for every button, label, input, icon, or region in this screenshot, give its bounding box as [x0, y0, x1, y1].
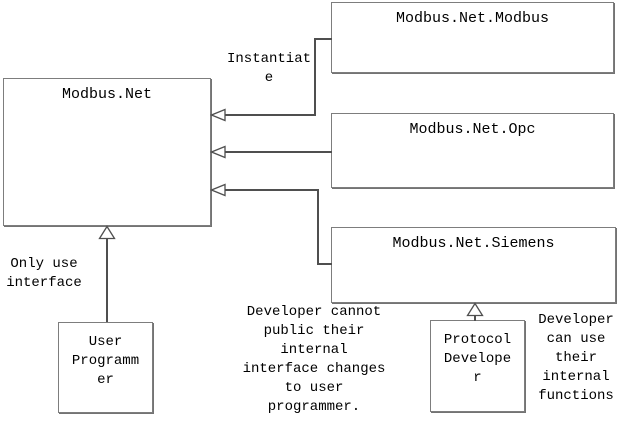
connector-siemens-stub-line: [317, 263, 332, 265]
generalization-developer-shaft-line: [474, 315, 476, 321]
open-arrowhead-icon-siemens: [210, 183, 226, 197]
actor-box-protocol-developer: Protocol Develope r: [430, 320, 525, 412]
actor-title-protocol-developer: Protocol Develope r: [443, 332, 512, 386]
class-box-modbus-net-opc: Modbus.Net.Opc: [331, 113, 614, 188]
note-instantiate: Instantiat e: [226, 51, 311, 86]
connector-siemens-trunk-line: [317, 189, 319, 265]
class-title-modbus-net-opc: Modbus.Net.Opc: [409, 121, 536, 138]
class-box-modbus-net-siemens: Modbus.Net.Siemens: [331, 227, 616, 303]
connector-modbus-trunk-line: [314, 38, 316, 116]
hollow-triangle-icon-developer: [466, 302, 484, 317]
connector-modbus-arrow-line: [222, 114, 316, 116]
connector-modbus-stub-line: [314, 38, 332, 40]
note-developer-can-use: Developer can use their internal functio…: [538, 312, 614, 404]
actor-box-user-programmer: User Programm er: [58, 322, 153, 413]
note-developer-cannot: Developer cannot public their internal i…: [242, 304, 386, 415]
hollow-triangle-icon-user: [98, 225, 116, 240]
generalization-user-shaft-line: [106, 239, 108, 322]
class-box-modbus-net-modbus: Modbus.Net.Modbus: [331, 2, 614, 73]
open-arrowhead-icon-opc: [210, 145, 226, 159]
open-arrowhead-icon-modbus: [210, 108, 226, 122]
class-title-modbus-net-modbus: Modbus.Net.Modbus: [395, 10, 550, 27]
note-only-use-interface: Only use interface: [6, 256, 82, 291]
connector-siemens-arrow-line: [222, 189, 319, 191]
actor-title-user-programmer: User Programm er: [71, 334, 140, 388]
connector-opc-arrow-line: [222, 151, 332, 153]
class-box-modbus-net: Modbus.Net: [3, 78, 211, 226]
class-title-modbus-net: Modbus.Net: [61, 86, 152, 103]
class-title-modbus-net-siemens: Modbus.Net.Siemens: [392, 235, 555, 252]
